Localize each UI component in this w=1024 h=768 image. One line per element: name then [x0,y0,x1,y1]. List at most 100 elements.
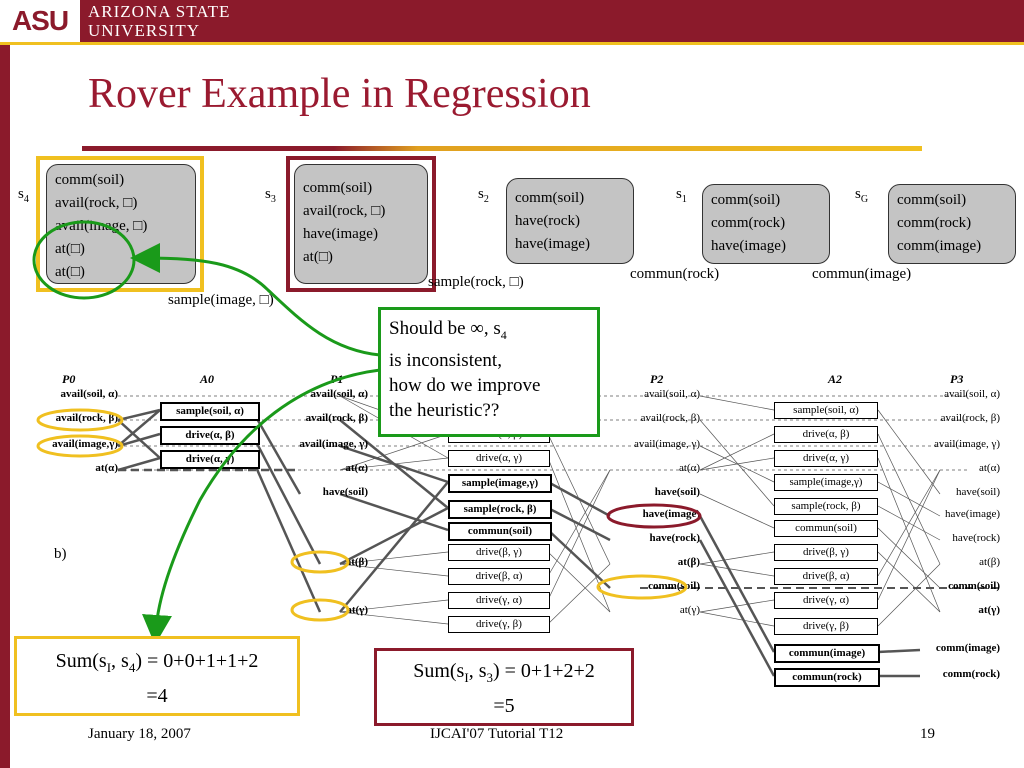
state-fact: comm(soil) [897,192,967,208]
graph-edge [877,481,941,517]
a0-action: drive(α, γ) [160,450,260,469]
state-s1: comm(soil) comm(rock) have(image) [702,184,830,264]
state-fact: avail(rock, □) [303,203,386,219]
graph-edge [339,492,449,532]
a2-action: commun(soil) [774,520,878,537]
state-fact: comm(soil) [711,192,781,208]
state-fact: have(rock) [515,213,580,229]
p3-proposition: have(soil) [956,486,1000,498]
state-fact: have(image) [515,236,590,252]
a2-action: drive(α, γ) [774,450,878,467]
a1-action: commun(soil) [448,522,552,541]
graph-edge [699,611,775,627]
graph-edge [699,493,775,529]
p2-proposition: at(β) [677,556,700,568]
callout-line-1: Should be ∞, s4 [389,318,507,342]
p3-proposition: comm(rock) [942,668,1000,680]
state-label-sG: sG [855,186,869,205]
header-bar [0,0,1024,42]
p2-proposition: avail(image, γ) [634,438,700,450]
action-s1-sG: commun(image) [812,266,912,282]
p2-proposition: avail(rock, β) [640,412,700,424]
p2-proposition: comm(soil) [648,580,700,592]
level-header: A0 [200,372,215,386]
sum-s4-box: Sum(sI, s4) = 0+0+1+1+2 =4 [14,636,300,716]
sum-s3-expression: Sum(sI, s3) = 0+1+2+2 [413,660,595,685]
sum-s3-box: Sum(sI, s3) = 0+1+2+2 =5 [374,648,634,726]
graph-edge [877,551,941,613]
a2-action: commun(rock) [774,668,880,687]
slide-title: Rover Example in Regression [88,71,591,117]
graph-edge [699,445,775,483]
graph-edge [117,408,161,422]
sum-s4-result: =4 [146,685,168,707]
state-label-s4: s4 [18,186,29,205]
a2-action: drive(β, α) [774,568,878,585]
p0-proposition: at(α) [95,462,118,474]
a1-action: drive(β, α) [448,568,550,585]
graph-edge [547,433,611,565]
a1-action: drive(β, γ) [448,544,550,561]
university-line-2: UNIVERSITY [88,21,200,40]
state-s2: comm(soil) have(rock) have(image) [506,178,634,264]
state-fact: comm(rock) [711,215,786,231]
state-fact: have(image) [303,226,378,242]
p3-proposition: avail(rock, β) [940,412,1000,424]
university-line-1: ARIZONA STATE [88,2,231,21]
state-fact: comm(soil) [515,190,585,206]
a0-action: drive(α, β) [160,426,260,445]
a2-action: drive(α, β) [774,426,878,443]
title-rule [82,146,922,151]
level-header: P0 [62,372,76,386]
level-header: P1 [330,372,344,386]
state-label-s1: s1 [676,186,687,205]
p1-proposition: at(α) [345,462,368,474]
level-header: A2 [828,372,843,386]
logo-text: ASU [11,5,69,36]
a1-action: drive(γ, β) [448,616,550,633]
graph-edge [117,456,161,472]
sum-s3-result: =5 [493,695,515,717]
p3-proposition: avail(soil, α) [944,388,1000,400]
graph-edge [877,527,941,589]
left-stripe [0,45,10,768]
a2-action: commun(image) [774,644,880,663]
level-header: P2 [650,372,664,386]
graph-edge [699,395,775,411]
graph-edge [698,539,776,677]
p3-proposition: have(rock) [952,532,1000,544]
p2-proposition: have(image) [642,508,700,520]
p1-proposition: have(soil) [322,486,368,498]
sum-s4-expression: Sum(sI, s4) = 0+0+1+1+2 [55,650,259,675]
graph-edge [877,469,941,601]
graph-edge [547,506,611,542]
p1-proposition: avail(rock, β) [305,412,368,424]
graph-edge [547,469,611,601]
a2-action: drive(γ, α) [774,592,878,609]
graph-edge [250,457,322,613]
callout-line-2: is inconsistent, [389,349,502,371]
graph-edge [877,409,941,495]
a2-action: sample(rock, β) [774,498,878,515]
level-header: P3 [950,372,964,386]
p3-proposition: at(β) [979,556,1000,568]
callout-line-3: how do we improve [389,374,541,396]
graph-edge [117,409,161,447]
p3-proposition: at(α) [978,462,1000,474]
p1-proposition: at(γ) [346,604,368,616]
graph-edge [699,599,775,613]
question-callout: Should be ∞, s4 is inconsistent, how do … [378,307,600,437]
asu-logo: ASU [0,0,80,42]
p2-proposition: have(soil) [654,486,700,498]
graph-label-b: b) [54,546,67,562]
graph-edge [877,648,921,654]
action-s2-s1: commun(rock) [630,266,720,282]
p1-proposition: avail(image, γ) [299,438,368,450]
p0-proposition: avail(image,γ) [52,438,118,450]
p3-proposition: comm(soil) [948,580,1000,592]
graph-edge [117,419,161,459]
a1-action: sample(image,γ) [448,474,552,493]
footer-date: January 18, 2007 [88,726,191,742]
graph-edge [547,469,611,577]
graph-edge [547,563,611,625]
